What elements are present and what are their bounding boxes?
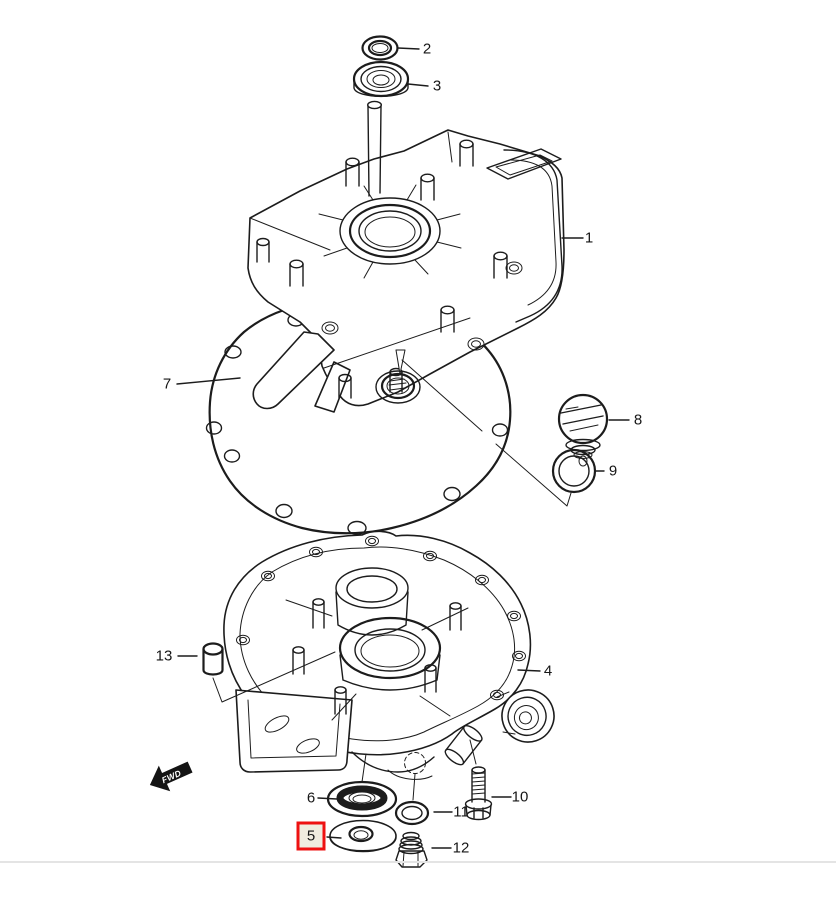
callout-2[interactable]: 2 [422, 40, 432, 58]
callout-13[interactable]: 13 [155, 647, 173, 665]
crankcase-lower-drawing [223, 530, 555, 780]
cylinder-block-drawing [247, 100, 565, 413]
leader-lines [176, 47, 630, 849]
callout-6[interactable]: 6 [306, 789, 316, 807]
callout-5[interactable]: 5 [296, 821, 326, 851]
callout-11[interactable]: 11 [453, 803, 469, 821]
oil-seal-upper-drawing [361, 35, 399, 61]
installation-leader [395, 349, 572, 507]
flange-bolt-drawing [464, 739, 493, 821]
callout-3[interactable]: 3 [432, 77, 442, 95]
drain-plug-drawing [395, 831, 428, 868]
callout-7[interactable]: 7 [162, 375, 172, 393]
washer-drawing [394, 773, 430, 826]
callout-9[interactable]: 9 [608, 462, 618, 480]
bearing-drawing [352, 60, 410, 98]
o-ring-drawing [551, 448, 597, 494]
bottom-divider [0, 861, 836, 863]
callout-12[interactable]: 12 [452, 839, 470, 857]
dowel-pin-drawing [202, 642, 336, 703]
fwd-arrow: FWD [149, 761, 193, 792]
fwd-label: FWD [160, 768, 183, 785]
callout-4[interactable]: 4 [543, 662, 553, 680]
callout-8[interactable]: 8 [633, 411, 643, 429]
plug-cap-drawing [329, 819, 397, 853]
oil-filler-cap-drawing [557, 393, 609, 467]
callout-10[interactable]: 10 [511, 788, 529, 806]
callout-1[interactable]: 1 [584, 229, 594, 247]
